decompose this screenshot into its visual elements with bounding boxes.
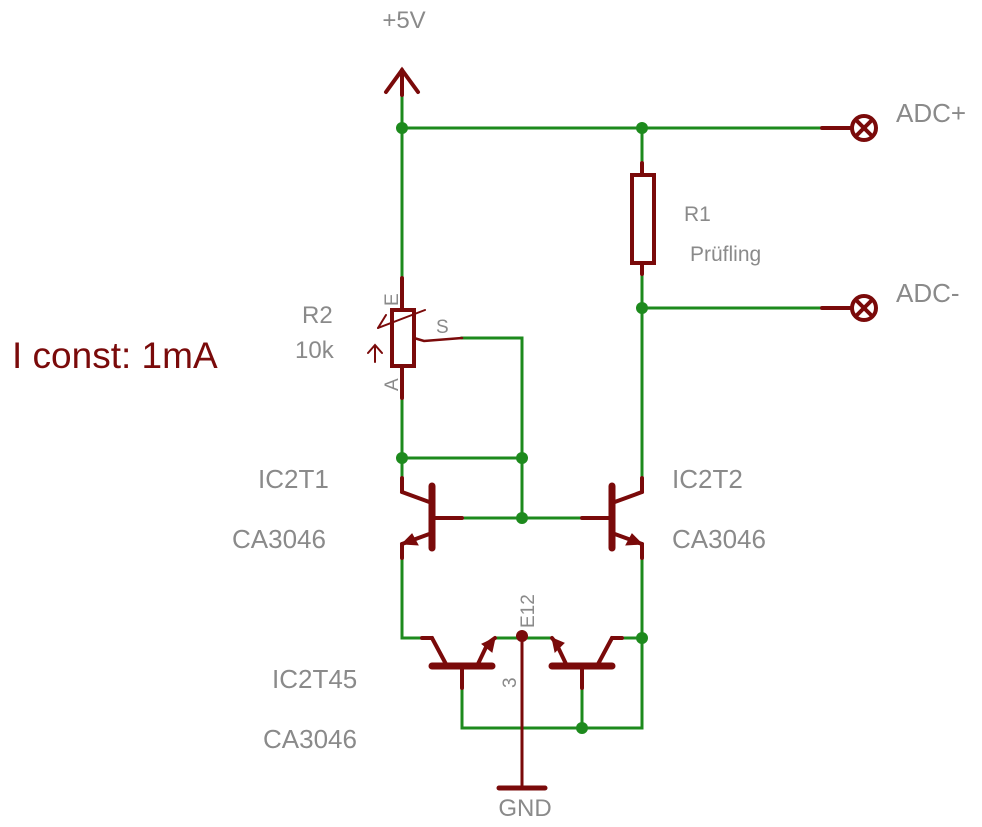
junction-dot xyxy=(576,722,588,734)
junction-dot xyxy=(636,122,648,134)
adc-minus-label: ADC- xyxy=(896,278,960,308)
r2-pin-a: A xyxy=(382,378,403,391)
r1-name: R1 xyxy=(684,203,711,226)
adc-plus-label: ADC+ xyxy=(896,98,966,128)
junction-dot xyxy=(516,512,528,524)
r2-pin-e: E xyxy=(382,293,403,306)
supply-arrow-icon xyxy=(384,66,420,97)
junction-dot xyxy=(636,302,648,314)
ground-label: GND xyxy=(498,795,551,822)
current-note: I const: 1mA xyxy=(12,335,218,376)
t4-transistor xyxy=(420,636,497,690)
t45-name: IC2T45 xyxy=(272,664,357,694)
junction-dot xyxy=(396,452,408,464)
r2-pin-s: S xyxy=(436,317,449,338)
junction-dot xyxy=(516,452,528,464)
junction-dot xyxy=(636,632,648,644)
junction-dot xyxy=(396,122,408,134)
adc-minus-terminal xyxy=(820,294,878,322)
r2-name: R2 xyxy=(302,302,333,329)
t45-pin-top: E12 xyxy=(518,594,539,628)
t1-part: CA3046 xyxy=(232,524,326,554)
t2-part: CA3046 xyxy=(672,524,766,554)
t5-transistor xyxy=(548,636,624,690)
r2-potentiometer xyxy=(367,276,464,400)
t2-name: IC2T2 xyxy=(672,464,743,494)
r1-resistor xyxy=(630,161,656,276)
junctions xyxy=(396,122,648,734)
r1-value: Prüfling xyxy=(690,243,761,266)
t45-part: CA3046 xyxy=(263,724,357,754)
adc-plus-terminal xyxy=(820,114,878,142)
parts xyxy=(367,66,878,791)
emitter-ground-line xyxy=(516,630,528,790)
t1-name: IC2T1 xyxy=(258,464,329,494)
t45-pin-bottom: 3 xyxy=(500,677,521,688)
wires xyxy=(400,93,824,730)
t2-transistor xyxy=(580,476,644,560)
labels: +5V ADC+ ADC- R1 Prüfling R2 10k E A S I… xyxy=(12,7,966,822)
r2-value: 10k xyxy=(295,337,335,364)
supply-label: +5V xyxy=(382,7,425,34)
t1-transistor xyxy=(400,476,464,560)
